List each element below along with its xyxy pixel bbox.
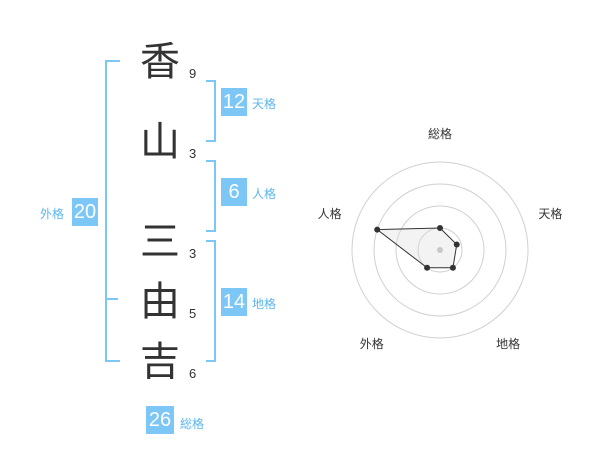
radar-label-1: 総格	[428, 126, 452, 141]
tenkaku-bracket	[206, 80, 216, 142]
radar-label-5: 人格	[318, 206, 342, 221]
name-char-2: 山	[140, 119, 180, 165]
radar-point-1	[437, 225, 443, 231]
radar-point-2	[453, 241, 460, 248]
chikaku-bracket	[206, 240, 216, 362]
tenkaku-value: 12	[221, 88, 247, 116]
radar-center	[437, 247, 443, 253]
jinkaku-label: 人格	[252, 187, 277, 201]
radar-ring-4	[351, 161, 529, 339]
stroke-count-2: 3	[189, 146, 197, 161]
stroke-count-1: 9	[189, 66, 197, 81]
radar-point-3	[449, 264, 456, 271]
radar-label-3: 地格	[496, 336, 520, 351]
gaikaku-value: 20	[72, 198, 98, 226]
stroke-count-5: 6	[189, 366, 197, 381]
soukaku-value: 26	[146, 406, 174, 434]
name-char-4: 由	[140, 279, 180, 325]
stroke-count-4: 5	[189, 306, 197, 321]
name-char-5: 吉	[140, 339, 180, 385]
radar-polygon	[375, 227, 458, 269]
tenkaku-label: 天格	[252, 97, 277, 111]
name-char-3: 三	[140, 219, 180, 265]
radar-label-2: 天格	[538, 206, 562, 221]
gaikaku-bracket	[105, 60, 120, 362]
jinkaku-bracket	[206, 160, 216, 232]
radar-point-4	[424, 264, 431, 271]
chikaku-value: 14	[221, 288, 247, 316]
radar-ring-2	[395, 205, 485, 295]
chikaku-label: 地格	[252, 297, 277, 311]
soukaku-label: 総格	[180, 417, 205, 431]
jinkaku-value: 6	[221, 178, 247, 206]
name-char-1: 香	[140, 39, 180, 85]
radar-label-4: 外格	[360, 336, 384, 351]
radar-point-5	[374, 226, 381, 233]
stroke-count-3: 3	[189, 246, 197, 261]
gaikaku-label: 外格	[40, 207, 65, 221]
gaikaku-bracket-mid	[105, 298, 118, 300]
radar-ring-3	[373, 183, 507, 317]
